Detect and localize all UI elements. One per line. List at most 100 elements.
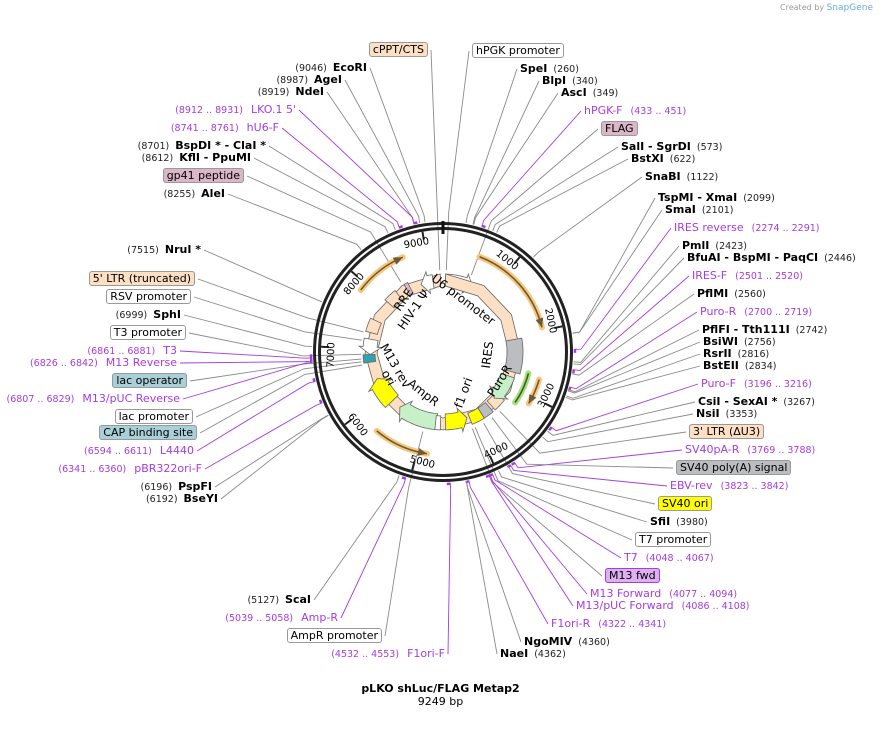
leader-line <box>326 91 415 225</box>
restriction-site-label[interactable]: (8987)AgeI <box>270 73 342 87</box>
label-position: (349) <box>592 88 619 99</box>
primer-label[interactable]: Puro-R(2700 .. 2719) <box>700 305 820 319</box>
primer-label[interactable]: EBV-rev(3823 .. 3842) <box>670 479 796 493</box>
primer-label[interactable]: (5039 .. 5058)Amp-R <box>217 611 338 625</box>
inner-feature-label-ori: ori <box>378 367 398 388</box>
restriction-site-label[interactable]: PmlI(2423) <box>682 239 753 253</box>
feature-label[interactable]: lac operator <box>112 373 187 388</box>
primer-site-mark <box>312 377 316 382</box>
leader-line <box>195 361 362 418</box>
feature-label[interactable]: 3' LTR (ΔU3) <box>689 424 765 439</box>
feature-label[interactable]: RSV promoter <box>106 289 191 304</box>
label-position: (5127) <box>247 595 280 606</box>
restriction-site-label[interactable]: NgoMIV(4360) <box>524 635 616 649</box>
restriction-site-label[interactable]: (8919)NdeI <box>252 85 324 99</box>
primer-site-mark <box>318 399 323 404</box>
restriction-site-label[interactable]: (6196)PspFI <box>135 480 213 494</box>
restriction-site-label[interactable]: PflFI - Tth111I(2742) <box>702 323 833 337</box>
restriction-site-label[interactable]: SnaBI(1122) <box>645 170 724 184</box>
restriction-site-label[interactable]: (6192)BseYI <box>140 492 218 506</box>
feature-label[interactable]: 5' LTR (truncated) <box>88 271 195 286</box>
restriction-site-label[interactable]: BfuAI - BspMI - PaqCI(2446) <box>687 251 862 265</box>
label-name: BstEII <box>703 359 739 372</box>
restriction-site-label[interactable]: (9046)EcoRI <box>289 61 367 75</box>
feature-name: FLAG <box>601 121 638 136</box>
label-name: hPGK-F <box>584 104 623 117</box>
primer-label[interactable]: (4532 .. 4553)F1ori-F <box>323 647 445 661</box>
restriction-site-label[interactable]: SalI - SgrDI(573) <box>621 140 728 154</box>
restriction-site-label[interactable]: (8255)AleI <box>158 187 225 201</box>
restriction-site-label[interactable]: BstEII (2834) <box>703 359 782 373</box>
feature-label[interactable]: AmpR promoter <box>286 628 382 643</box>
feature-label[interactable]: gp41 peptide <box>162 168 244 183</box>
feature-label[interactable]: M13 fwd <box>605 568 660 583</box>
feature-label[interactable]: hPGK promoter <box>472 43 564 58</box>
restriction-site-label[interactable]: NaeI(4362) <box>500 647 572 661</box>
primer-label[interactable]: T7(4048 .. 4067) <box>624 551 722 565</box>
restriction-site-label[interactable]: NsiI(3353) <box>696 407 763 421</box>
label-name: PspFI <box>178 480 212 493</box>
primer-label[interactable]: M13/pUC Forward(4086 .. 4108) <box>576 599 758 613</box>
leader-line <box>568 329 700 393</box>
feature-label[interactable]: cPPT/CTS <box>368 42 428 57</box>
label-position: (8919) <box>257 87 290 98</box>
restriction-site-label[interactable]: (8701)BspDI * - ClaI * <box>132 139 266 153</box>
restriction-site-label[interactable]: SpeI(260) <box>520 62 585 76</box>
primer-label[interactable]: (8912 .. 8931)LKO.1 5' <box>167 103 296 117</box>
label-position: (6594 .. 6611) <box>84 446 152 457</box>
restriction-site-label[interactable]: BlpI(340) <box>542 74 604 88</box>
primer-label[interactable]: IRES reverse(2274 .. 2291) <box>674 221 828 235</box>
feature-label[interactable]: SV40 poly(A) signal <box>676 460 792 475</box>
primer-label[interactable]: (8741 .. 8761)hU6-F <box>163 121 279 135</box>
leader-line <box>430 49 441 271</box>
primer-site-mark <box>548 426 553 431</box>
leader-line <box>542 413 694 443</box>
restriction-site-label[interactable]: BstXI(622) <box>631 152 701 166</box>
ori-arrow <box>367 378 399 409</box>
tick-label: 6000 <box>345 411 369 438</box>
leader-line <box>196 381 316 452</box>
feature-label[interactable]: T7 promoter <box>635 532 712 547</box>
label-name: PflMI <box>697 287 729 300</box>
label-position: (2834) <box>744 361 777 372</box>
leader-line <box>193 296 362 341</box>
feature-label[interactable]: T3 promoter <box>109 325 186 340</box>
primer-label[interactable]: (6807 .. 6829)M13/pUC Reverse <box>0 392 180 406</box>
leader-line <box>253 157 389 234</box>
primer-label[interactable]: SV40pA-R(3769 .. 3788) <box>685 443 823 457</box>
leader-line <box>488 474 574 607</box>
restriction-site-label[interactable]: CsiI - SexAI *(3267) <box>698 395 821 409</box>
leader-line <box>470 128 599 276</box>
restriction-site-label[interactable]: (7515)NruI * <box>121 243 201 257</box>
feature-label[interactable]: FLAG <box>601 121 638 136</box>
primer-label[interactable]: (6861 .. 6881)T3 <box>79 344 177 358</box>
label-name: EBV-rev <box>670 479 713 492</box>
primer-label[interactable]: (6594 .. 6611)L4440 <box>76 444 194 458</box>
restriction-site-label[interactable]: (8612)KflI - PpuMI <box>136 151 251 165</box>
restriction-site-label[interactable]: TspMI - XmaI(2099) <box>658 191 781 205</box>
primer-label[interactable]: (6826 .. 6842)M13 Reverse <box>22 356 177 370</box>
primer-label[interactable]: Puro-F(3196 .. 3216) <box>701 377 820 391</box>
restriction-site-label[interactable]: AscI(349) <box>561 86 624 100</box>
feature-label[interactable]: lac promoter <box>114 409 193 424</box>
leader-line <box>197 278 364 333</box>
primer-label[interactable]: M13 Forward(4077 .. 4094) <box>590 587 745 601</box>
leader-line <box>572 209 663 334</box>
restriction-site-label[interactable]: SfiI(3980) <box>650 515 714 529</box>
feature-label[interactable]: SV40 ori <box>658 496 713 511</box>
restriction-site-label[interactable]: SmaI(2101) <box>665 203 740 217</box>
primer-label[interactable]: (6341 .. 6360)pBR322ori-F <box>50 462 202 476</box>
restriction-site-label[interactable]: RsrII(2816) <box>703 347 775 361</box>
primer-label[interactable]: hPGK-F(433 .. 451) <box>584 104 694 118</box>
restriction-site-label[interactable]: PflMI(2560) <box>697 287 772 301</box>
leader-line <box>447 482 452 655</box>
primer-label[interactable]: F1ori-R(4322 .. 4341) <box>551 617 674 631</box>
restriction-site-label[interactable]: BsiWI(2756) <box>703 335 782 349</box>
restriction-site-label[interactable]: (6999)SphI <box>110 308 181 322</box>
restriction-site-label[interactable]: (5127)ScaI <box>241 593 311 607</box>
primer-label[interactable]: IRES-F(2501 .. 2520) <box>692 269 811 283</box>
feature-label[interactable]: CAP binding site <box>99 425 197 440</box>
orf-arc-arrowhead <box>535 317 544 328</box>
inner-feature-label-f1: f1 ori <box>452 376 476 410</box>
